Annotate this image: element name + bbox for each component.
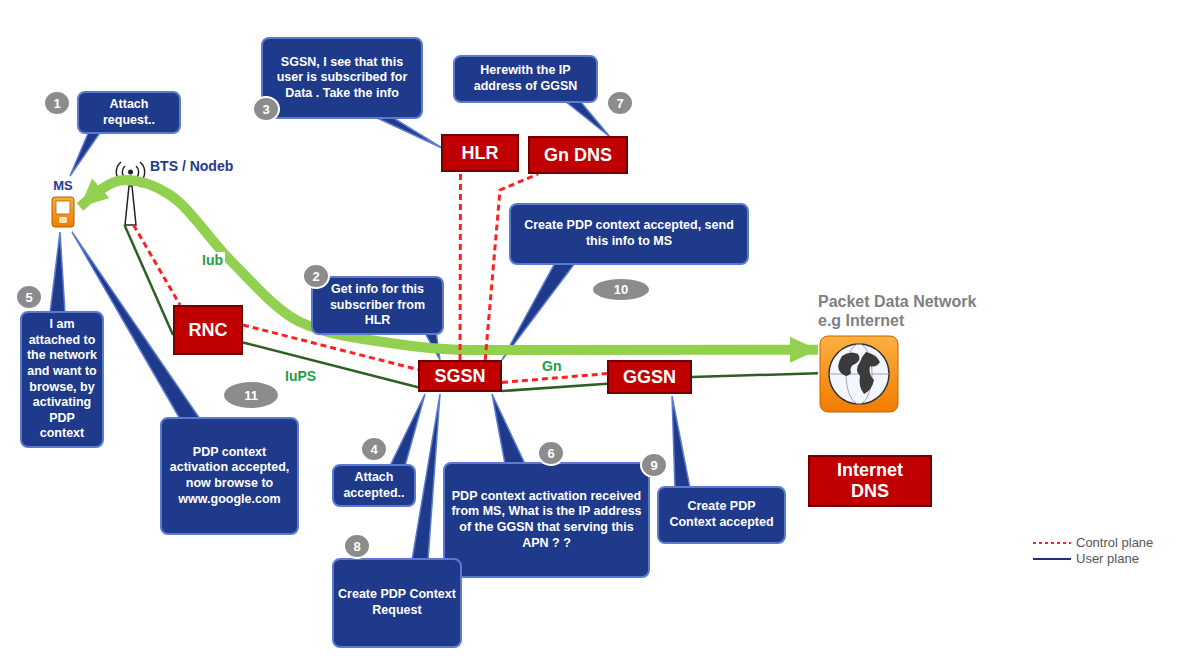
user-plane-link xyxy=(243,343,418,388)
control-plane-link xyxy=(134,225,180,305)
node-text: SGSN, I see that this user is subscribed… xyxy=(267,55,417,102)
legend-sample xyxy=(1033,558,1071,560)
node-text: RNC xyxy=(189,320,228,341)
node-text: MS xyxy=(46,178,80,193)
callout-bubble: Get info for this subscriber from HLR xyxy=(311,276,444,335)
network-element-box: SGSN xyxy=(418,360,502,392)
callout-bubble: Attach request.. xyxy=(77,91,181,134)
phone-keys xyxy=(59,217,67,223)
node-text: Create PDP Context Request xyxy=(338,587,456,618)
phone-body xyxy=(52,197,74,227)
callout-tail xyxy=(375,117,442,148)
network-element-box: HLR xyxy=(441,134,519,172)
network-element-box: RNC xyxy=(173,305,243,355)
callout-number: 6 xyxy=(537,440,565,466)
node-text: Attach accepted.. xyxy=(338,470,410,501)
node-text: Packet Data Network e.g Internet xyxy=(818,292,993,330)
callout-bubble: PDP context activation accepted, now bro… xyxy=(160,417,299,535)
control-plane-link xyxy=(485,174,538,360)
node-text: PDP context activation received from MS,… xyxy=(449,489,644,552)
callout-number: 4 xyxy=(360,436,388,462)
node-text: Herewith the IP address of GGSN xyxy=(459,63,592,94)
node-text: SGSN xyxy=(434,366,485,387)
node-text: Attach request.. xyxy=(83,97,175,128)
antenna-mast xyxy=(125,186,136,225)
node-text: Gn DNS xyxy=(544,145,612,166)
globe-continent xyxy=(838,352,859,376)
control-plane-link xyxy=(502,374,607,383)
globe-icon xyxy=(820,336,898,412)
user-plane-link xyxy=(692,373,818,377)
callout-bubble: Create PDP context accepted, send this i… xyxy=(509,203,749,265)
callout-number: 5 xyxy=(15,284,43,310)
callout-tail xyxy=(565,101,610,137)
callout-tails xyxy=(50,101,690,560)
node-text: Internet DNS xyxy=(818,460,922,502)
node-text: Create PDP Context accepted xyxy=(663,499,780,530)
node-text: BTS / Nodeb xyxy=(150,158,248,174)
callout-tail xyxy=(50,232,65,313)
base-station: BTS / Nodeb xyxy=(118,158,248,225)
legend-text: Control plane xyxy=(1076,535,1153,551)
callout-tail xyxy=(672,396,690,488)
globe-sphere xyxy=(829,344,889,404)
network-element-box: GGSN xyxy=(607,360,692,394)
interface-label: Gn xyxy=(540,358,563,374)
callout-bubble: PDP context activation received from MS,… xyxy=(443,462,650,578)
node-text: Create PDP context accepted, send this i… xyxy=(515,218,743,249)
callout-number: 10 xyxy=(591,277,651,302)
network-element-box: Internet DNS xyxy=(808,455,932,507)
interface-label: Iub xyxy=(200,252,225,268)
callout-number: 3 xyxy=(252,96,280,122)
legend-samples xyxy=(1033,543,1071,559)
network-element-box: Gn DNS xyxy=(528,136,628,174)
node-text: I am attached to the network and want to… xyxy=(26,317,98,442)
callout-number: 8 xyxy=(343,533,371,559)
phone-icon xyxy=(52,197,74,227)
legend-sample xyxy=(1033,542,1071,544)
node-text: Get info for this subscriber from HLR xyxy=(317,282,438,329)
callout-bubble: I am attached to the network and want to… xyxy=(20,311,104,448)
node-text: PDP context activation accepted, now bro… xyxy=(166,445,293,508)
legend-text: User plane xyxy=(1076,551,1139,567)
globe-tile xyxy=(820,336,898,412)
callout-bubble: Herewith the IP address of GGSN xyxy=(453,55,598,103)
node-text: HLR xyxy=(462,143,499,164)
callout-tail xyxy=(492,394,525,464)
control-plane-link xyxy=(459,172,463,360)
globe-continent xyxy=(857,352,880,394)
callout-number: 11 xyxy=(222,380,280,410)
callout-number: 7 xyxy=(606,90,634,116)
interface-label: IuPS xyxy=(283,368,318,384)
callout-number: 1 xyxy=(43,90,71,116)
callout-bubble: SGSN, I see that this user is subscribed… xyxy=(261,37,423,119)
packet-data-network: Packet Data Network e.g Internet xyxy=(818,292,993,415)
callout-tail xyxy=(412,394,440,560)
node-text: GGSN xyxy=(623,367,676,388)
callout-bubble: Attach accepted.. xyxy=(332,464,416,507)
antenna-icon xyxy=(116,162,144,225)
callout-number: 9 xyxy=(640,452,668,478)
callout-tail xyxy=(390,394,425,466)
callout-bubble: Create PDP Context Request xyxy=(332,558,462,648)
data-flow-arrow xyxy=(80,180,818,350)
user-plane-link xyxy=(502,384,607,391)
phone-screen xyxy=(56,201,70,214)
antenna-tip xyxy=(128,170,133,175)
callout-number: 2 xyxy=(302,263,330,289)
callout-bubble: Create PDP Context accepted xyxy=(657,486,786,544)
mobile-station: MS xyxy=(46,178,80,236)
